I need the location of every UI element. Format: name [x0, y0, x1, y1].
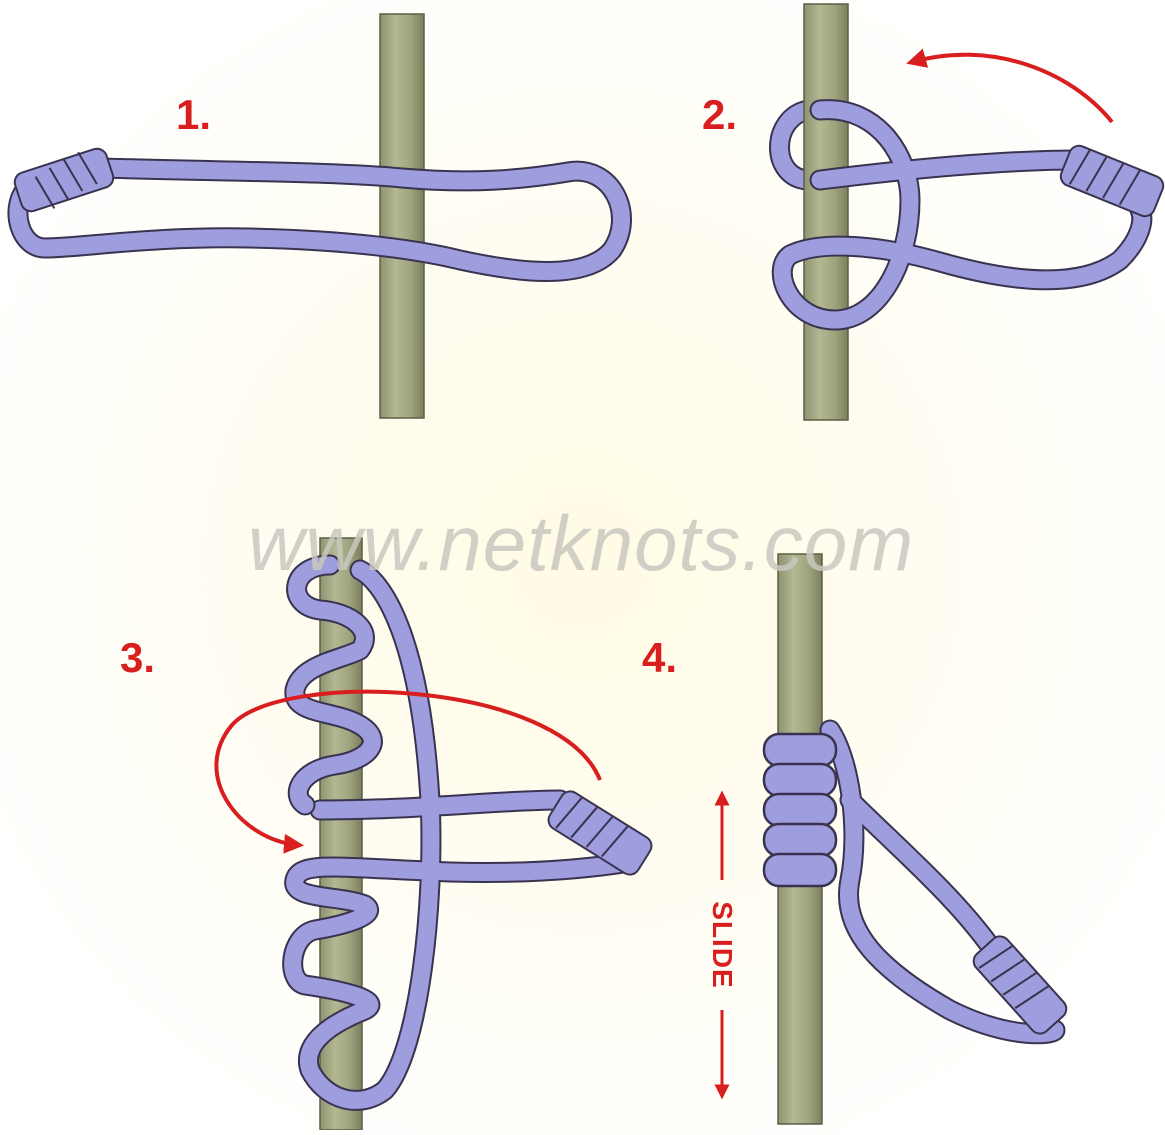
- step-1-rod: [380, 14, 424, 418]
- step-3-label: 3.: [120, 637, 155, 679]
- step-4-diagram: [722, 554, 1070, 1124]
- step-1-wraps: [12, 146, 116, 214]
- slide-label: SLIDE: [708, 901, 736, 988]
- step-3-arrow: [216, 692, 600, 845]
- step-1-diagram: [12, 14, 621, 418]
- watermark-text: www.netknots.com: [248, 504, 914, 582]
- step-4-label: 4.: [642, 637, 677, 679]
- step-2-diagram: [780, 4, 1165, 420]
- step-1-label: 1.: [176, 94, 211, 136]
- step-2-label: 2.: [702, 94, 737, 136]
- step-2-wraps: [1058, 143, 1165, 219]
- step-2-rod: [804, 4, 848, 420]
- step-4-coils: [764, 734, 836, 886]
- step-2-arrow: [912, 55, 1112, 122]
- step-3-diagram: [216, 538, 655, 1130]
